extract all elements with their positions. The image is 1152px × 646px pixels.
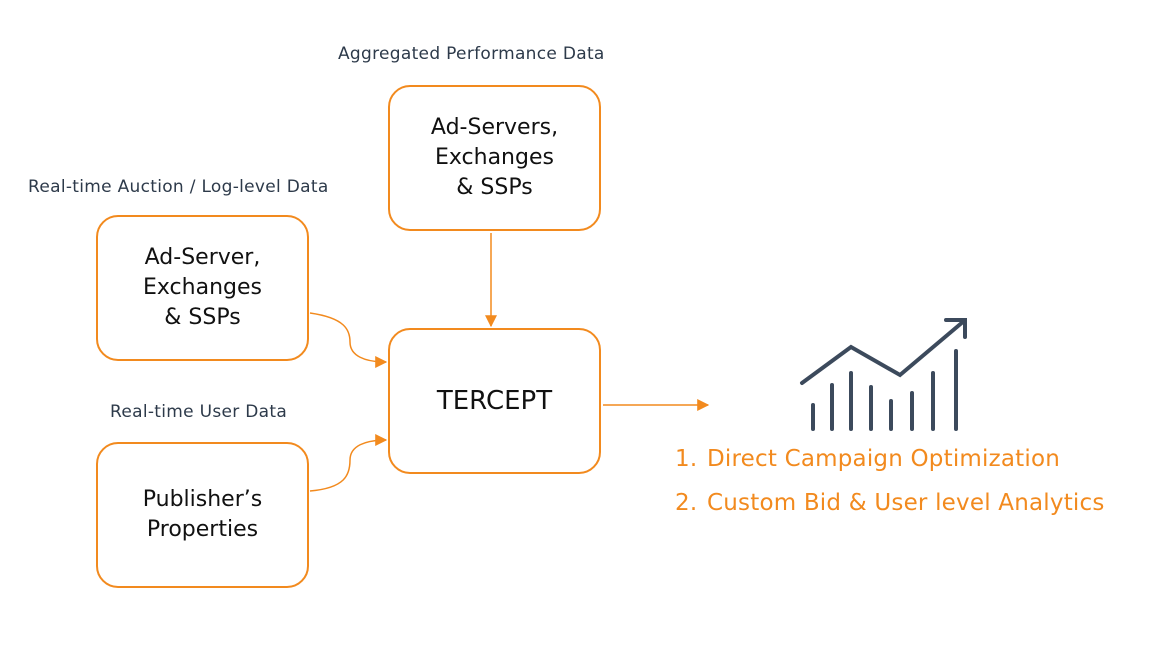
box-ad-server-label: Ad-Server, Exchanges & SSPs: [143, 245, 262, 330]
box-publisher-label: Publisher’s Properties: [142, 487, 263, 542]
label-realtime-auction-data: Real-time Auction / Log-level Data: [28, 177, 329, 197]
box-ad-servers-label: Ad-Servers, Exchanges & SSPs: [430, 115, 559, 200]
chart-trend-up-icon: [800, 318, 967, 431]
outcome-item: 1. Direct Campaign Optimization: [675, 444, 1105, 488]
outcome-text: Custom Bid & User level Analytics: [707, 490, 1105, 516]
outcome-text: Direct Campaign Optimization: [707, 446, 1061, 472]
outcomes-list: 1. Direct Campaign Optimization 2. Custom …: [675, 444, 1105, 532]
arrow-adserver-to-tercept: [309, 312, 388, 368]
box-ad-server-exchanges-ssps: Ad-Server, Exchanges & SSPs: [96, 215, 309, 361]
box-ad-servers-exchanges-ssps: Ad-Servers, Exchanges & SSPs: [388, 85, 601, 231]
outcome-item: 2. Custom Bid & User level Analytics: [675, 488, 1105, 532]
outcome-number: 1.: [675, 446, 698, 472]
arrow-publisher-to-tercept: [309, 434, 388, 492]
outcome-number: 2.: [675, 490, 698, 516]
label-aggregated-performance-data: Aggregated Performance Data: [338, 44, 605, 64]
label-realtime-user-data: Real-time User Data: [110, 402, 288, 422]
box-publishers-properties: Publisher’s Properties: [96, 442, 309, 588]
box-tercept-label: TERCEPT: [436, 386, 553, 416]
box-tercept: TERCEPT: [388, 328, 601, 474]
